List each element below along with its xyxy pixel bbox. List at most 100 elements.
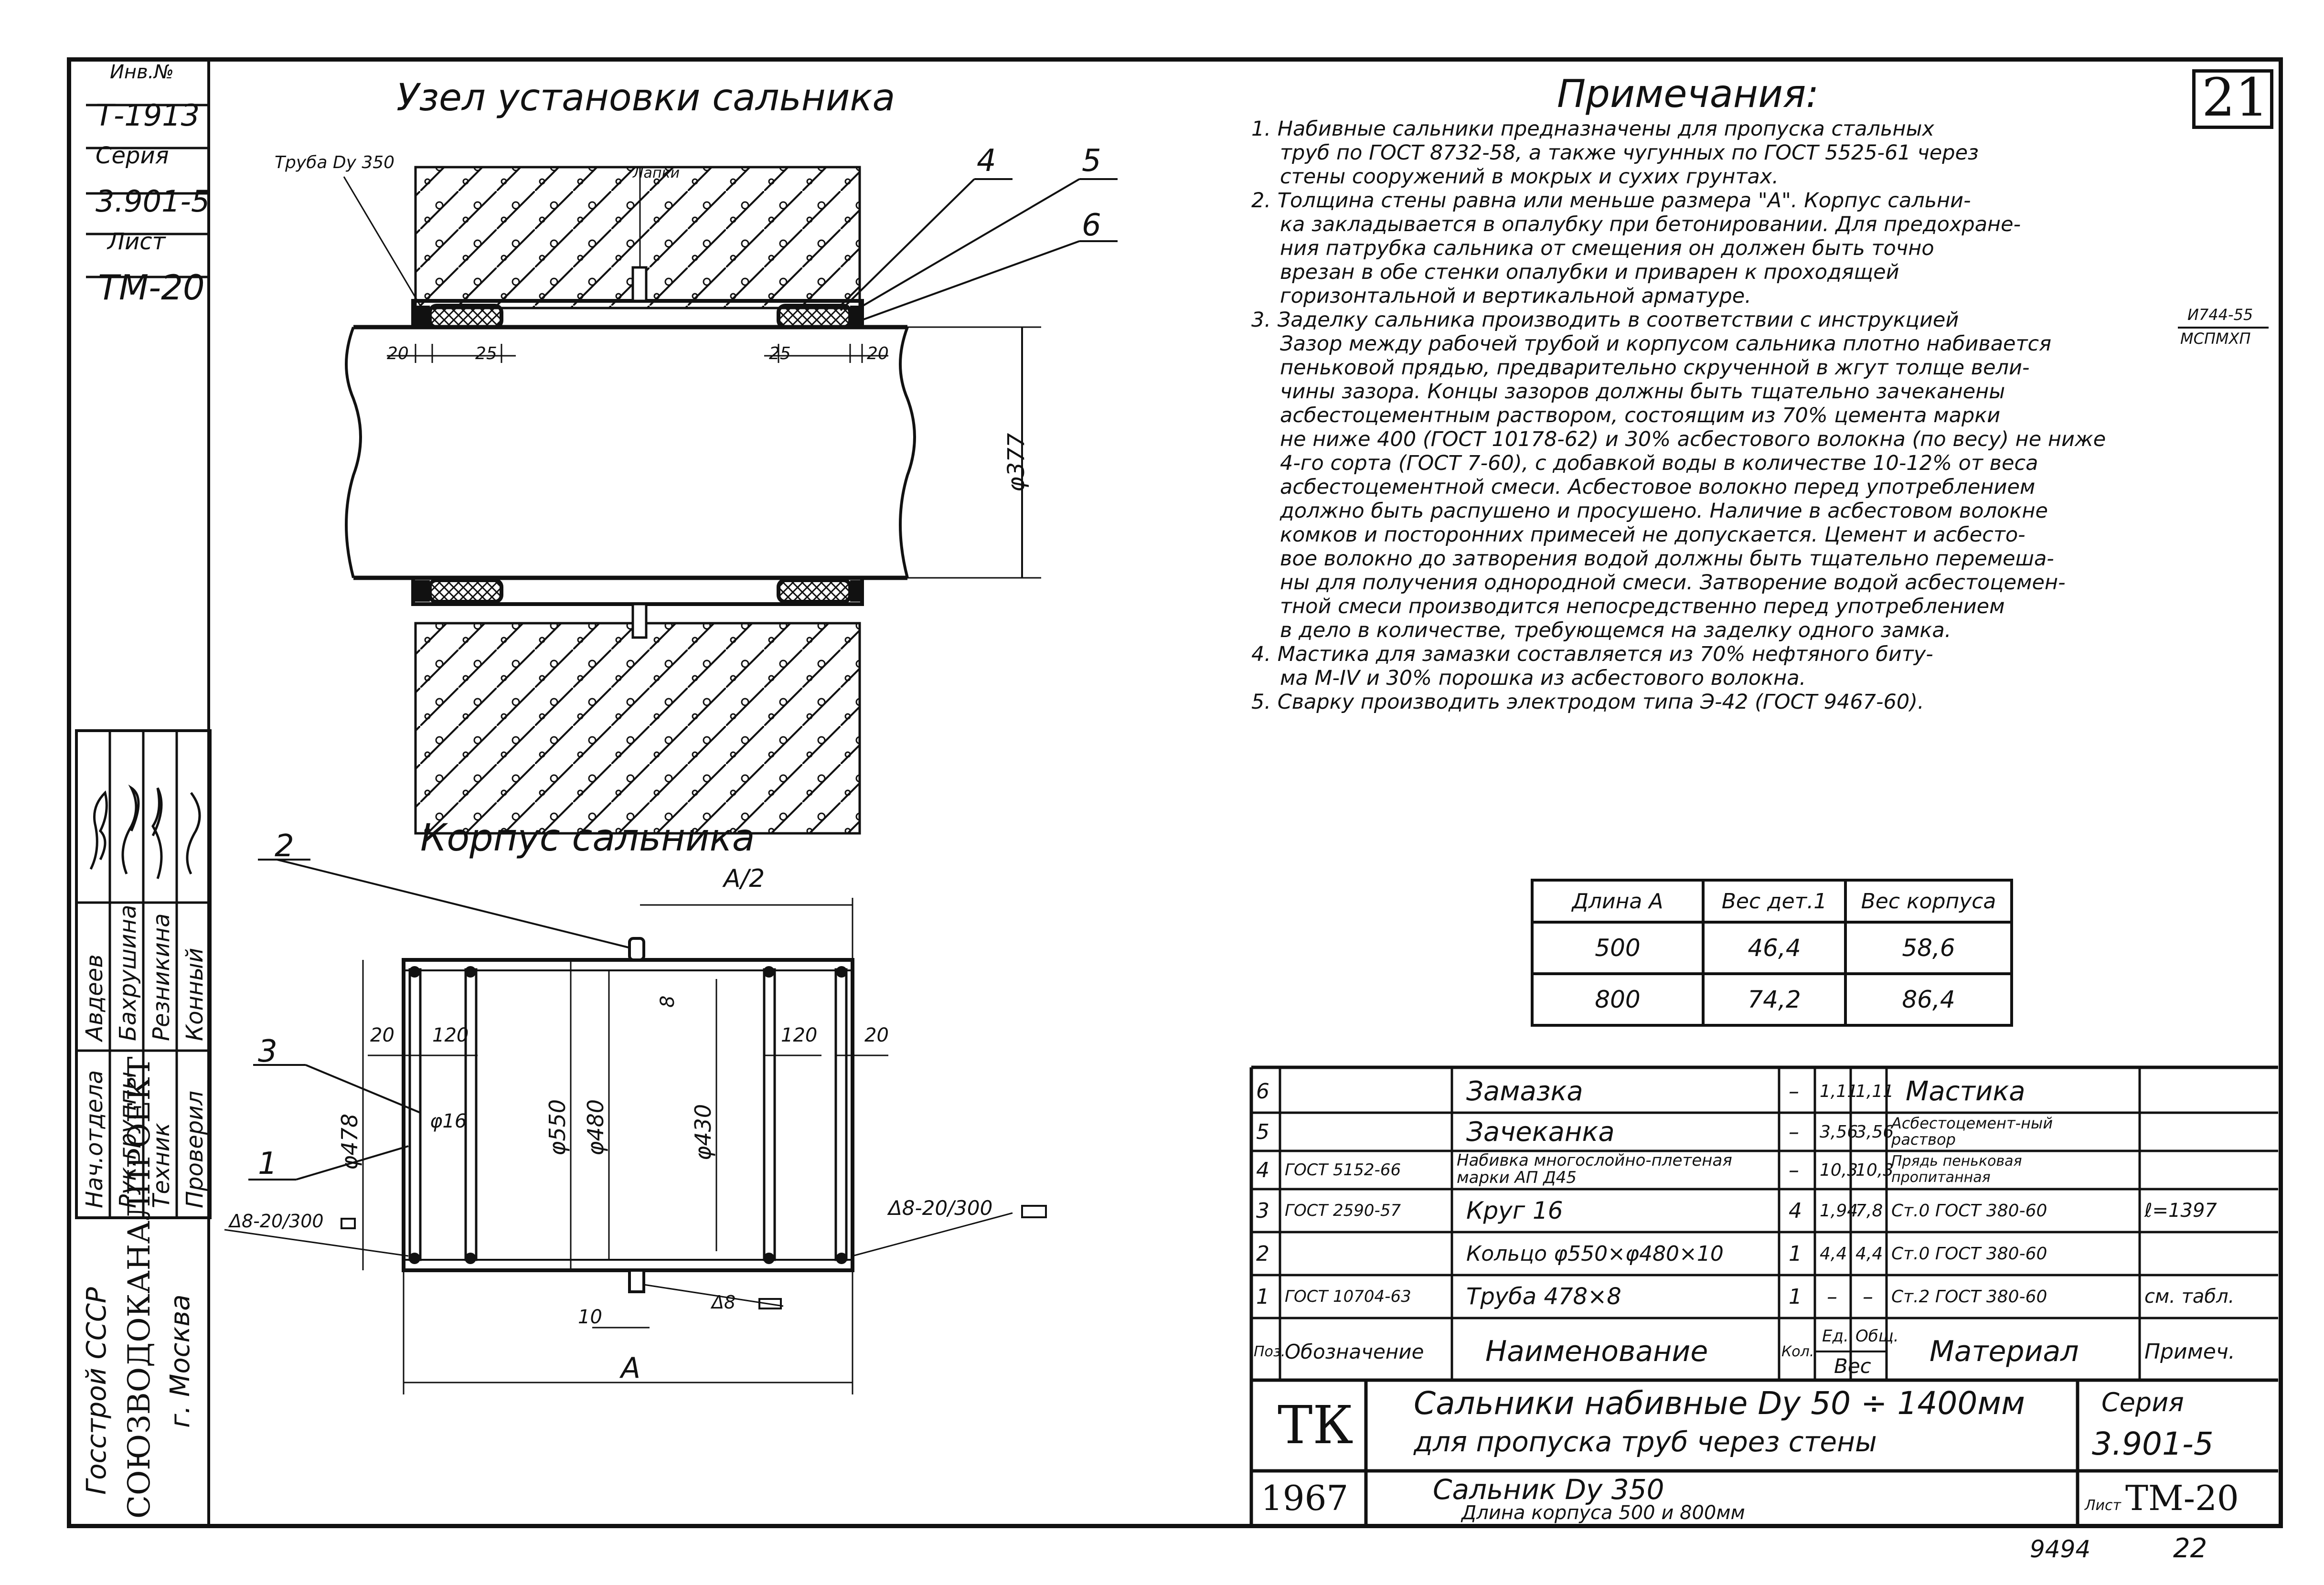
leader-3: 3 [258,1034,277,1069]
series-value: 3.901-5 [96,184,210,219]
spec-row-1-note: см. табл. [2144,1286,2235,1308]
diameter-430: φ430 [690,1104,716,1160]
spec-row-1-name: Труба 478×8 [1466,1283,1621,1310]
spec-row-6-name: Замазка [1466,1075,1583,1107]
spec-header-pos: Поз. [1254,1343,1286,1360]
spec-header-total: Общ. [1855,1326,1899,1346]
dim-8: 8 [657,995,679,1008]
spec-row-3-name: Круг 16 [1466,1197,1563,1224]
spec-row-3-total: 7,8 [1855,1201,1883,1221]
series-label: Серия [96,142,169,169]
diameter-16: φ16 [430,1110,467,1132]
spec-row-2-total: 4,4 [1855,1244,1883,1264]
spec-row-4-qty: – [1789,1158,1799,1182]
spec-row-6-pos: 6 [1256,1079,1269,1104]
spec-row-4-total: 10,3 [1855,1160,1894,1180]
spec-row-1-total: – [1863,1284,1873,1309]
sheet-number: 21 [2202,67,2269,128]
title-code: ТК [1278,1394,1354,1456]
drawing2-title: Корпус сальника [420,817,755,860]
sheet-number-box [2192,69,2273,129]
spec-row-4-name: Набивка многослойно-плетеная марки АП Д4… [1457,1151,1732,1187]
spec-header-weight: Вес [1834,1354,1871,1378]
spec-row-5-material: Асбестоцемент-ный раствор [1891,1114,2053,1149]
weight-table: Длина А Вес дет.1 Вес корпуса 500 46,4 5… [1531,879,2013,1027]
table-row: 800 74,2 86,4 [1531,972,2013,1027]
weld-mark-bottom: Δ8 [712,1292,736,1313]
role-1: Нач.отдела [81,1070,108,1208]
pipe-label: Труба Dу 350 [275,153,395,172]
spec-row-4-pos: 4 [1256,1158,1269,1182]
spec-row-6-material: Мастика [1906,1075,2026,1107]
weight-header-length: Длина А [1531,879,1705,924]
inv-value: Т-1913 [96,98,200,133]
dim-120-l: 120 [432,1024,469,1046]
subtitle-line-1: Сальник Dу 350 [1433,1473,1664,1506]
spec-header-note: Примеч. [2144,1339,2235,1364]
title-line-1: Сальники набивные Dу 50 ÷ 1400мм [1414,1385,2025,1422]
dim-20-l: 20 [370,1024,394,1046]
weight-cell: 500 [1531,921,1705,975]
drawing1-title: Узел установки сальника [396,76,895,119]
dim-20-r: 20 [864,1024,889,1046]
notes-title: Примечания: [1557,72,1819,116]
note-line: труб по ГОСТ 8732-58, а также чугунных п… [1280,141,1979,165]
diameter-478: φ478 [337,1113,362,1170]
note-line: тной смеси производится непосредственно … [1280,595,2005,618]
spec-row-1-designation: ГОСТ 10704-63 [1285,1287,1411,1306]
spec-row-5-name: Зачеканка [1466,1116,1615,1148]
spec-header-qty: Кол. [1781,1343,1814,1360]
instruction-ref-rule [2178,327,2269,329]
weight-cell: 46,4 [1702,921,1847,975]
note-line: комков и посторонних примесей не допуска… [1280,523,2026,547]
spec-row-5-total: 3,56 [1855,1122,1894,1142]
note-line: вое волокно до затворения водой должны б… [1280,547,2054,571]
title-year: 1967 [1261,1478,1349,1518]
leader-2: 2 [275,829,294,864]
title-series-label: Серия [2101,1387,2184,1417]
note-line: должно быть распушено и просушено. Налич… [1280,499,2048,523]
note-line: горизонтальной и вертикальной арматуре. [1280,284,1751,308]
spec-row-1-qty: 1 [1789,1284,1802,1309]
name-3: Резникина [148,913,175,1041]
spec-row-2-unit: 4,4 [1820,1244,1847,1264]
spec-header-name: Наименование [1485,1335,1708,1368]
drawing-frame [67,57,2283,1528]
note-line: асбестоцементным раствором, состоящим из… [1280,404,2001,427]
spec-row-6-qty: – [1789,1079,1799,1104]
instruction-ref-bottom: МСПМХП [2180,330,2251,348]
instruction-ref-top: И744-55 [2187,306,2253,324]
diameter-377: φ377 [1003,433,1030,492]
dim-20-right: 20 [867,344,889,363]
left-stamp-top [86,67,229,306]
dim-10: 10 [578,1306,602,1328]
inv-label: Инв.№ [110,61,174,83]
bottom-number-2: 22 [2173,1533,2207,1564]
dim-25-right: 25 [769,344,791,363]
dim-120-r: 120 [781,1024,818,1046]
subtitle-line-2: Длина корпуса 500 и 800мм [1461,1502,1745,1524]
org-line-1: Госстрой СССР [81,1287,112,1495]
note-line: ка закладывается в опалубку при бетониро… [1280,213,2021,236]
spec-row-2-pos: 2 [1256,1241,1269,1266]
org-line-3: г. Москва [165,1294,196,1428]
name-1: Авдеев [81,954,108,1041]
note-line: стены сооружений в мокрых и сухих грунта… [1280,165,1779,189]
weight-cell: 74,2 [1702,972,1847,1027]
spec-row-6-unit: 1,11 [1820,1081,1858,1101]
leader-4: 4 [977,143,996,179]
leader-1: 1 [258,1146,277,1181]
note-line: асбестоцементной смеси. Асбестовое волок… [1280,475,2036,499]
spec-row-3-pos: 3 [1256,1198,1269,1223]
title-sheet-label: Лист [2085,1497,2121,1514]
dim-A: A [621,1351,641,1385]
spec-row-4-designation: ГОСТ 5152-66 [1285,1160,1401,1180]
table-row: 500 46,4 58,6 [1531,921,2013,975]
title-sheet-value: ТМ-20 [2125,1478,2239,1518]
diameter-550: φ550 [544,1099,570,1156]
note-line: ма М-IV и 30% порошка из асбестового вол… [1280,666,1806,690]
note-line: 4. Мастика для замазки составляется из 7… [1251,642,1933,666]
spec-row-5-unit: 3,56 [1820,1122,1858,1142]
diameter-480: φ480 [583,1099,608,1156]
weight-header-part1: Вес дет.1 [1702,879,1847,924]
